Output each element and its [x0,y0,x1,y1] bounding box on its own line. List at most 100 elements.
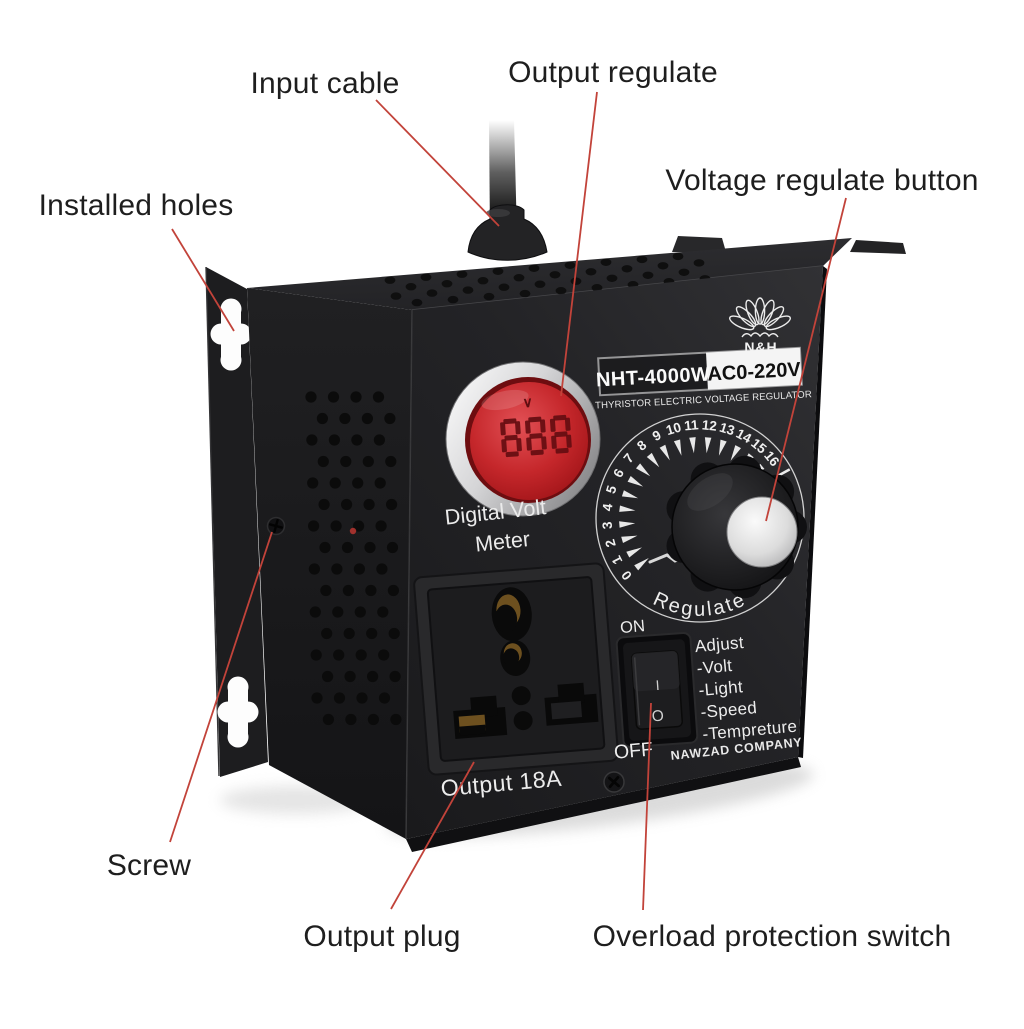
vent-hole-top [513,274,525,282]
adjust-item: Adjust [694,633,745,656]
seven-segment [566,434,572,448]
annotation-line-overload-protection-switch [642,702,652,911]
vent-hole-side [353,563,365,575]
top-vent-grid [384,252,711,307]
red-wire-glimpse [349,527,357,535]
vent-hole-top [564,261,576,269]
lotus-icon [729,297,791,338]
annotation-line-input-cable [375,99,500,227]
side-vent-grid [305,391,402,726]
seven-segment [551,435,557,449]
vent-hole-top [441,280,453,288]
vent-hole-side [308,563,320,575]
vent-hole-side [327,391,340,403]
vent-hole-side [378,692,391,704]
dial-tick [619,505,636,512]
vent-hole-side [361,412,373,425]
vent-hole-side [376,563,388,575]
side-panel [247,288,412,839]
vent-hole-top [498,283,510,291]
vent-hole-side [367,713,379,726]
meter-label-line2: Meter [474,527,531,557]
voltage-regulate-knob [666,455,807,599]
vent-hole-top [570,277,582,285]
socket-slot-right [544,682,599,726]
vent-hole-side [384,412,396,425]
dial-tick [626,547,642,558]
vent-hole-top [657,262,669,270]
vent-hole-top [621,265,633,273]
vent-hole-top [606,274,618,282]
dial-number: 10 [664,419,683,438]
vent-hole-side [356,692,368,704]
vent-hole-side [316,412,328,425]
adjust-item: -Speed [700,698,758,722]
vent-hole-side [367,670,379,683]
vent-hole-side [305,391,317,403]
dial-tick [673,439,682,456]
vent-hole-side [366,627,378,640]
vent-hole-top [549,271,561,279]
seven-segment [516,438,522,452]
socket-pin-hole-1 [511,686,531,706]
vent-hole-top [555,287,567,295]
input-cable-graphic [467,120,548,261]
annotation-line-output-plug [390,761,475,910]
vent-hole-top [390,292,402,300]
adjust-item: -Volt [696,656,733,678]
right-edge [798,266,827,758]
dial-number: 4 [600,502,616,512]
rocker-on-mark: I [655,677,660,693]
rear-bracket-tab-right [850,240,906,254]
dial-number: 3 [599,521,615,530]
vent-hole-side [343,627,355,640]
vent-hole-side [308,520,320,532]
vent-hole-side [344,670,356,683]
seven-segment [500,422,506,436]
annotation-line-voltage-regulate-button [765,197,847,522]
dial-number: 14 [734,426,755,447]
vent-hole-side [364,541,376,554]
label-overload-protection-switch: Overload protection switch [592,920,952,953]
output-socket: Output 18A [413,562,619,801]
vent-hole-top [447,295,459,304]
seven-segment [553,414,567,421]
vent-hole-side [375,520,387,532]
meter-unit-mark: ∨ [522,394,533,411]
vent-hole-side [354,606,366,618]
dial-tick [689,437,696,454]
seven-segment [555,447,569,454]
vent-hole-side [342,584,354,597]
label-screw: Screw [106,849,192,882]
dial-number: 13 [718,420,737,439]
vent-hole-side [372,391,385,403]
bottom-screw [603,771,625,793]
vent-hole-side [341,541,354,554]
vent-hole-side [322,713,334,726]
vent-hole-side [321,627,333,640]
label-installed-holes: Installed holes [38,189,234,222]
installed-hole-top [210,298,252,371]
vent-hole-side [317,455,329,468]
seven-segment [526,437,532,451]
bottom-edge [406,757,801,852]
rocker-off-mark: O [651,708,664,726]
vent-hole-side [385,455,397,468]
annotation-line-installed-holes [171,228,235,332]
dial-number: 12 [701,417,717,433]
vent-hole-side [319,541,331,554]
vent-hole-side [345,713,357,726]
vent-hole-side [307,477,319,489]
vent-hole-side [332,606,344,618]
dial-tick [718,439,727,456]
vent-hole-side [353,520,365,532]
vent-hole-side [387,584,399,597]
seven-segment [549,418,556,432]
vent-hole-top [483,292,495,301]
dial-tick [619,521,636,528]
vent-hole-side [386,541,399,554]
label-input-cable: Input cable [250,67,400,100]
vent-hole-side [352,477,364,489]
seven-segment [529,433,543,439]
